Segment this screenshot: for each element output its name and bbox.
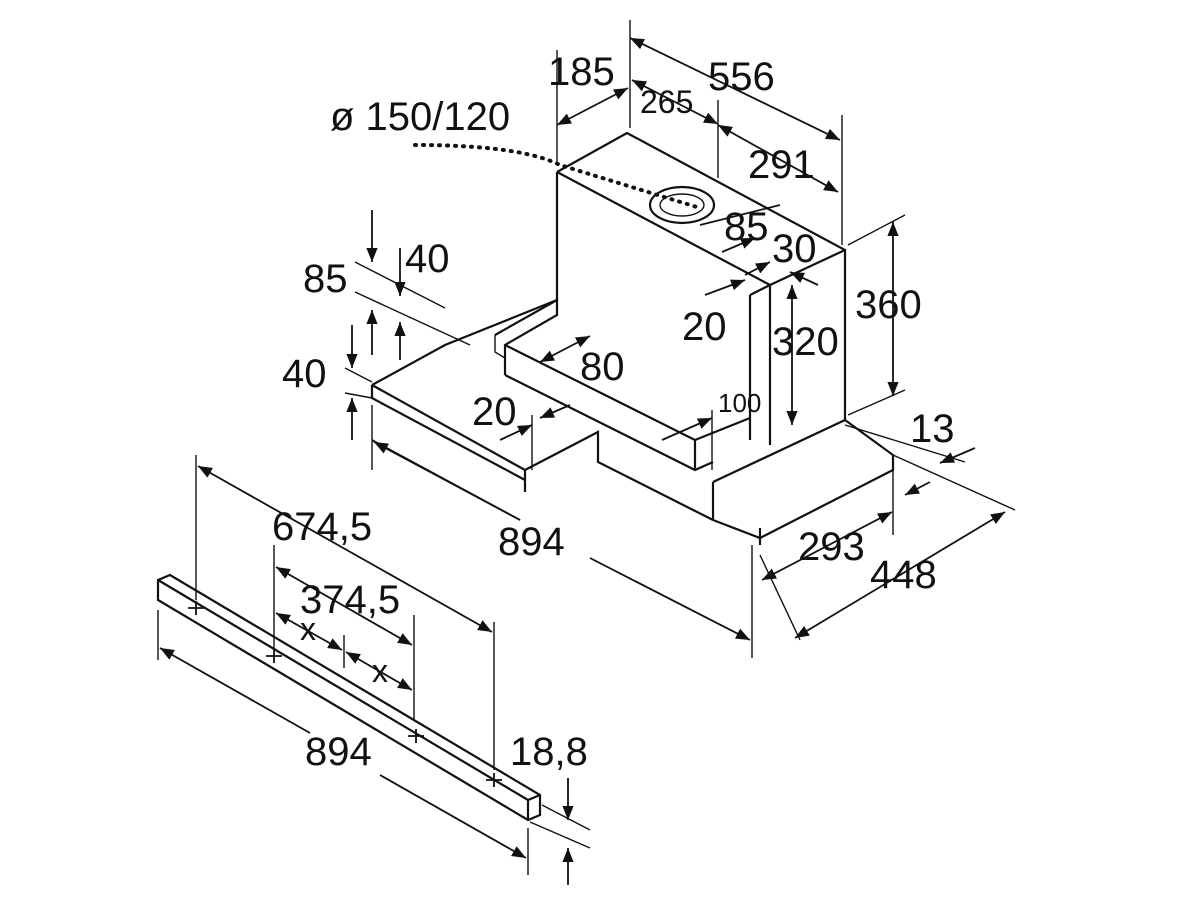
- trim-x-left-label: x: [300, 611, 316, 647]
- trim-thickness-label: 18,8: [510, 730, 588, 774]
- side-20-label: 20: [682, 305, 727, 349]
- trim-x-right-label: x: [372, 653, 388, 689]
- offset-265-label: 265: [640, 84, 693, 120]
- step-20-label: 20: [472, 390, 517, 434]
- step-80-label: 80: [580, 345, 625, 389]
- right-13-label: 13: [910, 407, 955, 451]
- hood-labels: ø 150/120 556 185 265 291 85 30 360 320 …: [282, 50, 955, 597]
- trim-374-5-label: 374,5: [300, 578, 400, 622]
- depth-293-label: 293: [798, 525, 865, 569]
- left-40-bottom-label: 40: [282, 352, 327, 396]
- offset-185-label: 185: [548, 50, 615, 94]
- outlet-30-label: 30: [772, 227, 817, 271]
- duct-dotted-line: [413, 143, 702, 210]
- trim-labels: 674,5 374,5 x x 894 18,8: [272, 505, 588, 774]
- trim-strip: [156, 455, 591, 885]
- duct-diameter-label: ø 150/120: [330, 95, 510, 139]
- outlet-85-label: 85: [724, 205, 769, 249]
- left-85-label: 85: [303, 257, 348, 301]
- depth-556-label: 556: [708, 55, 775, 99]
- step-100-label: 100: [718, 388, 761, 418]
- depth-448-label: 448: [870, 553, 937, 597]
- offset-291-label: 291: [748, 143, 815, 187]
- height-320-label: 320: [772, 320, 839, 364]
- trim-width-894-label: 894: [305, 730, 372, 774]
- trim-674-5-label: 674,5: [272, 505, 372, 549]
- height-360-label: 360: [855, 283, 922, 327]
- hood-width-894-label: 894: [498, 520, 565, 564]
- left-40-top-label: 40: [405, 237, 450, 281]
